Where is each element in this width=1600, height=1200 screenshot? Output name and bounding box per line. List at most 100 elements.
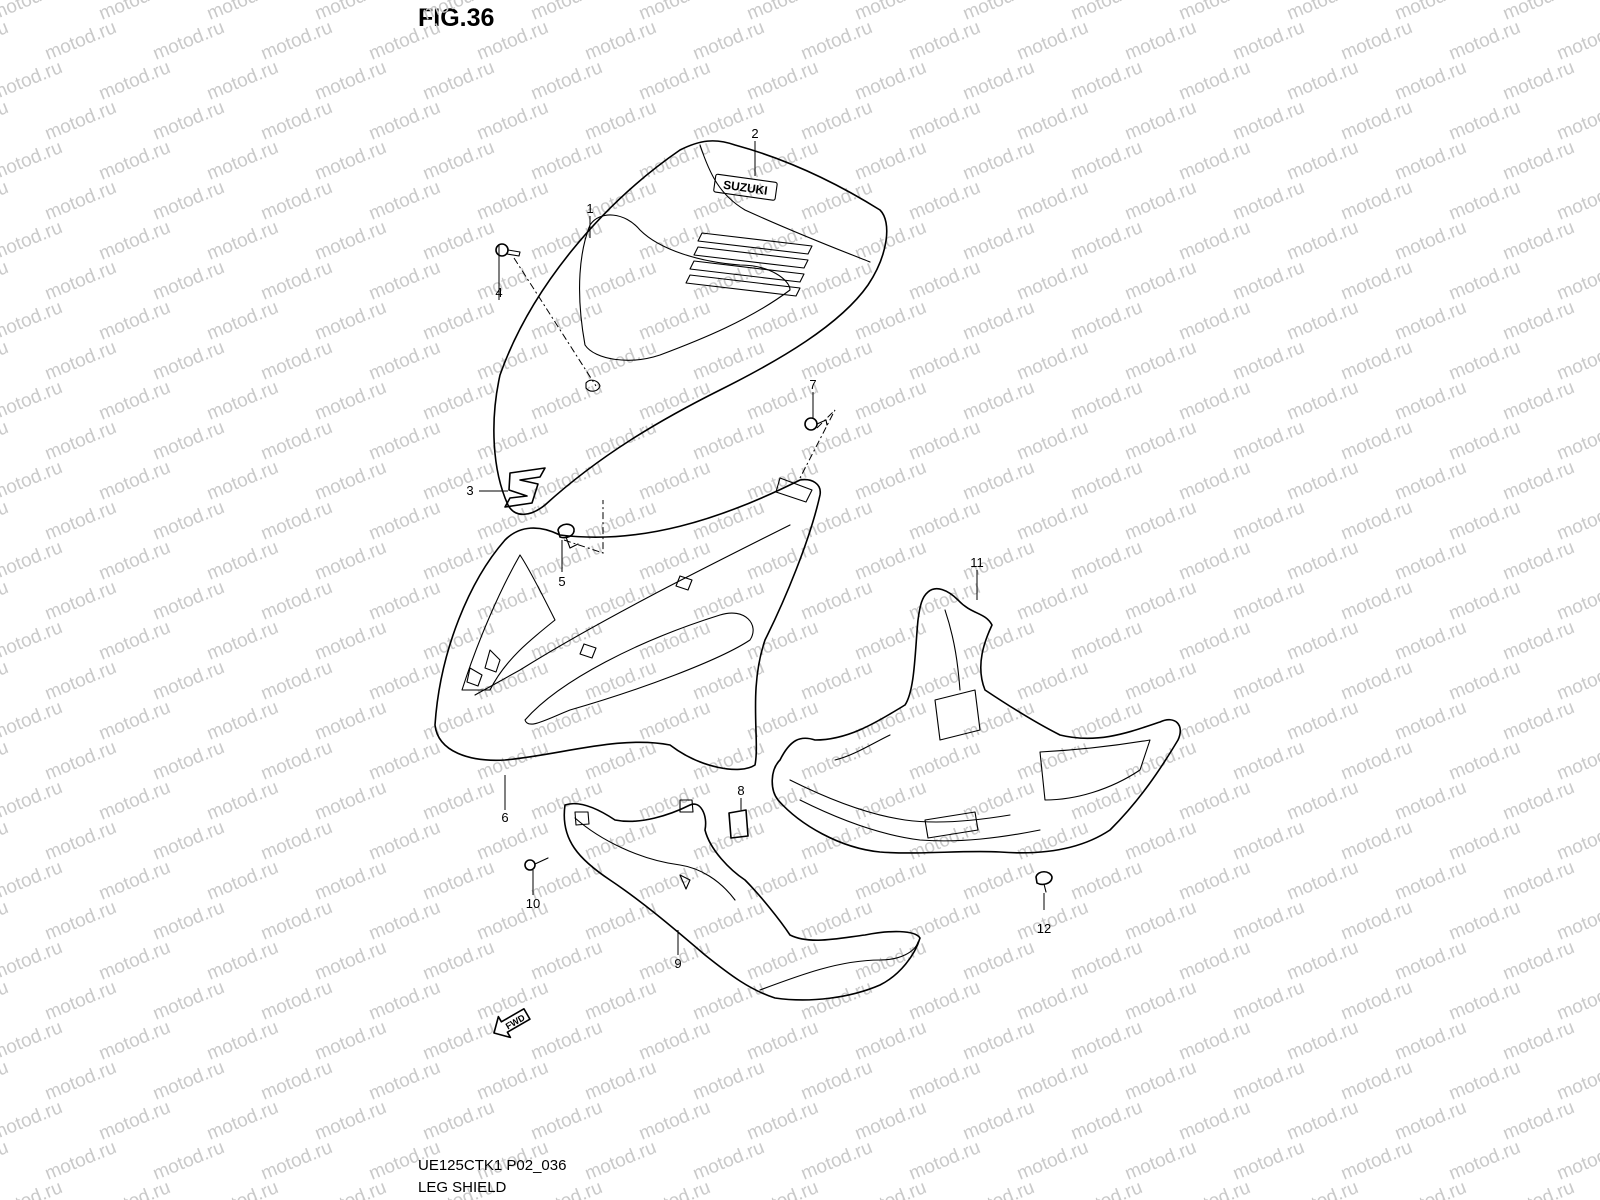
watermark-text: motod.ru — [1446, 417, 1523, 465]
callout-6: 6 — [501, 810, 508, 825]
watermark-text: motod.ru — [150, 1057, 227, 1105]
watermark-text: motod.ru — [204, 377, 281, 425]
callout-labels: 1 2 3 4 5 6 7 8 9 10 11 12 — [466, 126, 1051, 971]
watermark-text: motod.ru — [1230, 817, 1307, 865]
watermark-text: motod.ru — [528, 457, 605, 505]
watermark-text: motod.ru — [420, 377, 497, 425]
watermark-text: motod.ru — [636, 697, 713, 745]
watermark-text: motod.ru — [204, 857, 281, 905]
watermark-text: motod.ru — [258, 497, 335, 545]
watermark-text: motod.ru — [366, 577, 443, 625]
watermark-text: motod.ru — [852, 457, 929, 505]
part-s-badge[interactable] — [504, 467, 546, 508]
watermark-text: motod.ru — [1284, 1177, 1361, 1200]
watermark-text: motod.ru — [798, 657, 875, 705]
watermark-text: motod.ru — [0, 937, 65, 985]
watermark-text: motod.ru — [420, 137, 497, 185]
watermark-text: motod.ru — [690, 817, 767, 865]
watermark-text: motod.ru — [528, 377, 605, 425]
watermark-text: motod.ru — [258, 577, 335, 625]
watermark-text: motod.ru — [582, 257, 659, 305]
watermark-text: motod.ru — [960, 57, 1037, 105]
watermark-text: motod.ru — [1284, 777, 1361, 825]
watermark-text: motod.ru — [1500, 457, 1577, 505]
part-leg-shield[interactable] — [434, 477, 822, 771]
watermark-text: motod.ru — [312, 57, 389, 105]
watermark-text: motod.ru — [690, 977, 767, 1025]
watermark-text: motod.ru — [1014, 817, 1091, 865]
watermark-text: motod.ru — [0, 337, 11, 385]
watermark-text: motod.ru — [0, 817, 11, 865]
watermark-text: motod.ru — [0, 1097, 65, 1145]
watermark-text: motod.ru — [528, 297, 605, 345]
watermark-text: motod.ru — [1284, 1017, 1361, 1065]
watermark-text: motod.ru — [690, 17, 767, 65]
watermark-text: motod.ru — [258, 977, 335, 1025]
watermark-text: motod.ru — [1338, 737, 1415, 785]
watermark-text: motod.ru — [1554, 817, 1600, 865]
watermark-text: motod.ru — [1176, 217, 1253, 265]
watermark-text: motod.ru — [258, 657, 335, 705]
watermark-text: motod.ru — [96, 1097, 173, 1145]
watermark-text: motod.ru — [852, 1177, 929, 1200]
watermark-text: motod.ru — [1392, 1177, 1469, 1200]
watermark-text: motod.ru — [204, 1177, 281, 1200]
watermark-text: motod.ru — [1392, 297, 1469, 345]
watermark-text: motod.ru — [150, 257, 227, 305]
callout-1: 1 — [586, 201, 593, 216]
watermark-text: motod.ru — [1338, 497, 1415, 545]
watermark-text: motod.ru — [1338, 17, 1415, 65]
watermark-text: motod.ru — [1554, 897, 1600, 945]
watermark-text: motod.ru — [528, 937, 605, 985]
watermark-text: motod.ru — [204, 617, 281, 665]
part-floor-frame[interactable] — [771, 588, 1182, 854]
watermark-text: motod.ru — [42, 497, 119, 545]
watermark-text: motod.ru — [528, 1177, 605, 1200]
watermark-text: motod.ru — [204, 937, 281, 985]
watermark-text: motod.ru — [1500, 537, 1577, 585]
part-screw-4[interactable] — [495, 243, 521, 257]
part-screw-10[interactable] — [524, 857, 549, 871]
watermark-text: motod.ru — [258, 897, 335, 945]
part-front-cover[interactable] — [493, 140, 888, 516]
watermark-text: motod.ru — [474, 737, 551, 785]
watermark-text: motod.ru — [636, 617, 713, 665]
watermark-text: motod.ru — [312, 217, 389, 265]
watermark-text: motod.ru — [1446, 97, 1523, 145]
watermark-text: motod.ru — [1392, 777, 1469, 825]
watermark-text: motod.ru — [150, 497, 227, 545]
watermark-text: motod.ru — [852, 537, 929, 585]
part-emblem-suzuki[interactable]: SUZUKI — [713, 173, 778, 201]
watermark-text: motod.ru — [582, 1057, 659, 1105]
part-nut-8[interactable] — [728, 809, 749, 839]
callout-8: 8 — [737, 783, 744, 798]
watermark-text: motod.ru — [1392, 457, 1469, 505]
watermark-text: motod.ru — [798, 897, 875, 945]
watermark-text: motod.ru — [1068, 57, 1145, 105]
watermark-text: motod.ru — [1500, 857, 1577, 905]
emblem-text: SUZUKI — [722, 178, 768, 198]
watermark-text: motod.ru — [528, 777, 605, 825]
watermark-text: motod.ru — [420, 457, 497, 505]
watermark-text: motod.ru — [312, 297, 389, 345]
part-lower-cover[interactable] — [563, 799, 921, 1001]
watermark-text: motod.ru — [366, 817, 443, 865]
watermark-text: motod.ru — [636, 777, 713, 825]
watermark-text: motod.ru — [42, 1057, 119, 1105]
watermark-text: motod.ru — [798, 977, 875, 1025]
callout-2: 2 — [751, 126, 758, 141]
watermark-text: motod.ru — [1230, 177, 1307, 225]
watermark-text: motod.ru — [96, 857, 173, 905]
watermark-text: motod.ru — [258, 97, 335, 145]
watermark-text: motod.ru — [1284, 937, 1361, 985]
callout-3: 3 — [466, 483, 473, 498]
part-screw-7[interactable] — [804, 417, 828, 431]
watermark-text: motod.ru — [0, 697, 65, 745]
watermark-text: motod.ru — [1284, 217, 1361, 265]
watermark-text: motod.ru — [258, 417, 335, 465]
watermark-text: motod.ru — [1500, 297, 1577, 345]
watermark-text: motod.ru — [1554, 337, 1600, 385]
watermark-text: motod.ru — [1554, 177, 1600, 225]
part-clip-12[interactable] — [1035, 870, 1053, 893]
